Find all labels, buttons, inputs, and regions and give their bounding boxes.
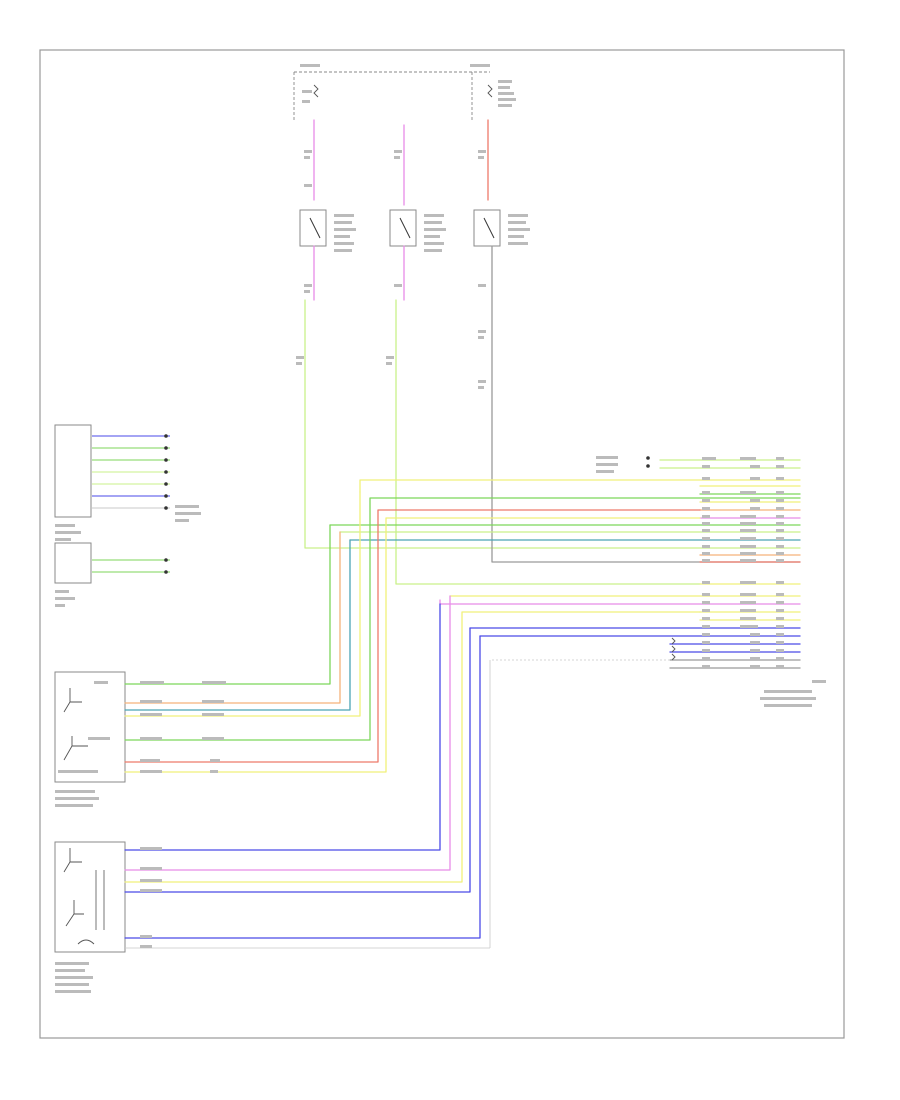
hot-fuse-right bbox=[470, 64, 516, 107]
switch-2 bbox=[389, 209, 446, 252]
diagram-frame bbox=[39, 49, 845, 1039]
sensor-upper bbox=[54, 671, 126, 807]
wire-green-switch2 bbox=[395, 299, 701, 585]
wire-gray-switch3 bbox=[491, 245, 801, 563]
bus-lines-right bbox=[329, 459, 801, 669]
wire-yellowgreen-switch1 bbox=[304, 299, 801, 549]
sensor-lower-wires bbox=[124, 595, 701, 949]
sensor-lower bbox=[54, 841, 126, 993]
power-bus bbox=[293, 71, 490, 120]
wire-labels-vertical bbox=[296, 150, 486, 389]
switch-1 bbox=[299, 209, 356, 252]
control-module-right bbox=[596, 456, 826, 707]
switch-3 bbox=[473, 209, 530, 247]
module-left-lower bbox=[54, 542, 170, 607]
hot-fuse-left bbox=[300, 64, 320, 103]
sensor-lower-labels bbox=[140, 847, 162, 948]
module-left-connector bbox=[54, 424, 201, 541]
sensor-upper-labels bbox=[88, 681, 226, 773]
